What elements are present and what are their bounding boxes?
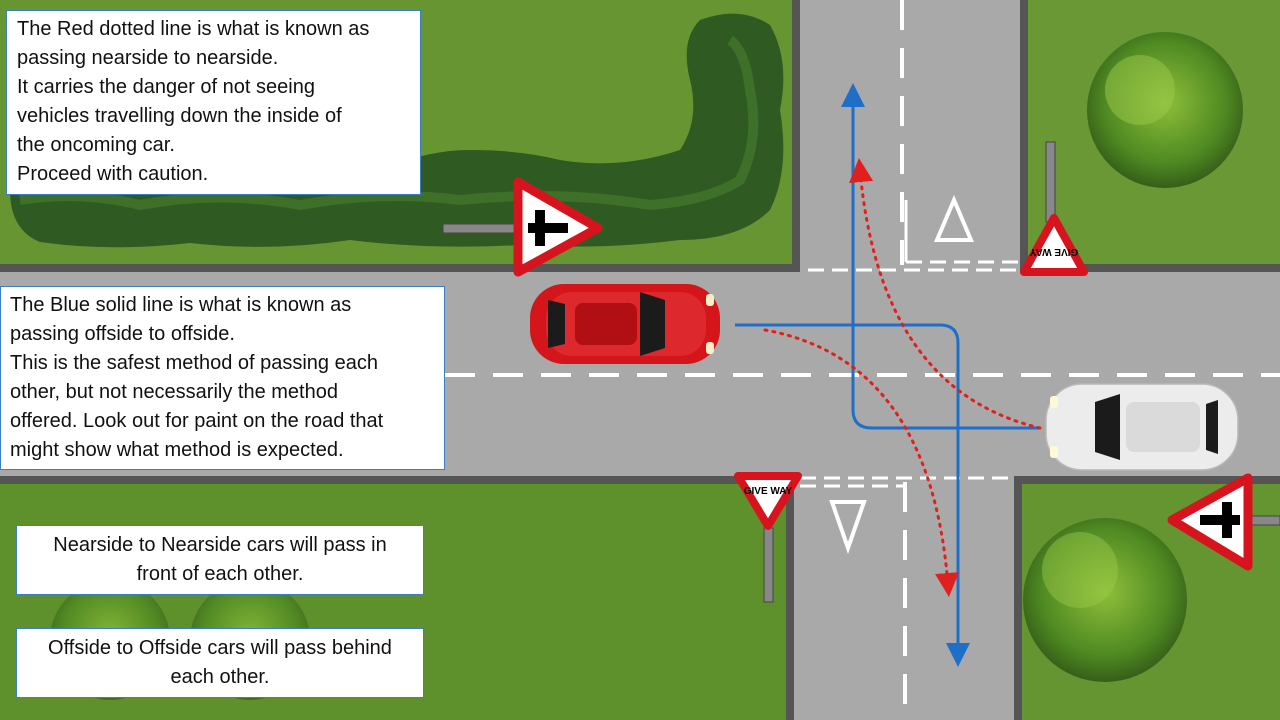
red-explanation-line: the oncoming car.: [17, 134, 175, 156]
blue-line-explanation-box: The Blue solid line is what is known as …: [0, 286, 445, 470]
nearside-note-box: Nearside to Nearside cars will pass in f…: [16, 525, 424, 595]
blue-explanation-line: This is the safest method of passing eac…: [10, 352, 378, 374]
red-line-explanation-box: The Red dotted line is what is known as …: [6, 10, 421, 195]
red-car: [530, 284, 720, 364]
road-markings: [445, 0, 1280, 720]
give-way-sign-text: GIVE WAY: [744, 486, 793, 497]
give-way-road-marking-icon: [933, 194, 975, 242]
red-explanation-line: Proceed with caution.: [17, 163, 209, 185]
blue-explanation-line: passing offside to offside.: [10, 323, 235, 345]
offside-note-line: Offside to Offside cars will pass behind: [48, 637, 392, 659]
give-way-triangle-icon: GIVE WAY: [734, 472, 802, 530]
north-road: [800, 0, 1024, 272]
offside-note-line: each other.: [170, 666, 270, 688]
red-explanation-line: vehicles travelling down the inside of: [17, 105, 342, 127]
crossroads-warning-triangle-icon: [1167, 473, 1253, 571]
nearside-note-line: Nearside to Nearside cars will pass in: [53, 534, 387, 556]
red-explanation-line: passing nearside to nearside.: [17, 47, 279, 69]
blue-explanation-line: might show what method is expected.: [10, 439, 344, 461]
blue-offside-path: [735, 83, 1040, 667]
blue-explanation-line: offered. Look out for paint on the road …: [10, 410, 384, 432]
blue-explanation-line: other, but not necessarily the method: [10, 381, 338, 403]
nearside-note-line: front of each other.: [136, 563, 304, 585]
white-car: [1045, 383, 1239, 471]
red-nearside-path: [763, 158, 1042, 597]
give-way-sign-text: GIVE WAY: [1029, 246, 1078, 257]
give-way-road-marking-icon: [829, 500, 867, 555]
tree-bottom-right: [1023, 518, 1187, 682]
crossroads-warning-triangle-icon: [513, 177, 603, 277]
tree-top-right: [1087, 32, 1243, 188]
blue-explanation-line: The Blue solid line is what is known as: [10, 294, 352, 316]
offside-note-box: Offside to Offside cars will pass behind…: [16, 628, 424, 698]
red-explanation-line: The Red dotted line is what is known as: [17, 18, 370, 40]
red-explanation-line: It carries the danger of not seeing: [17, 76, 315, 98]
give-way-triangle-icon: GIVE WAY: [1020, 214, 1088, 276]
